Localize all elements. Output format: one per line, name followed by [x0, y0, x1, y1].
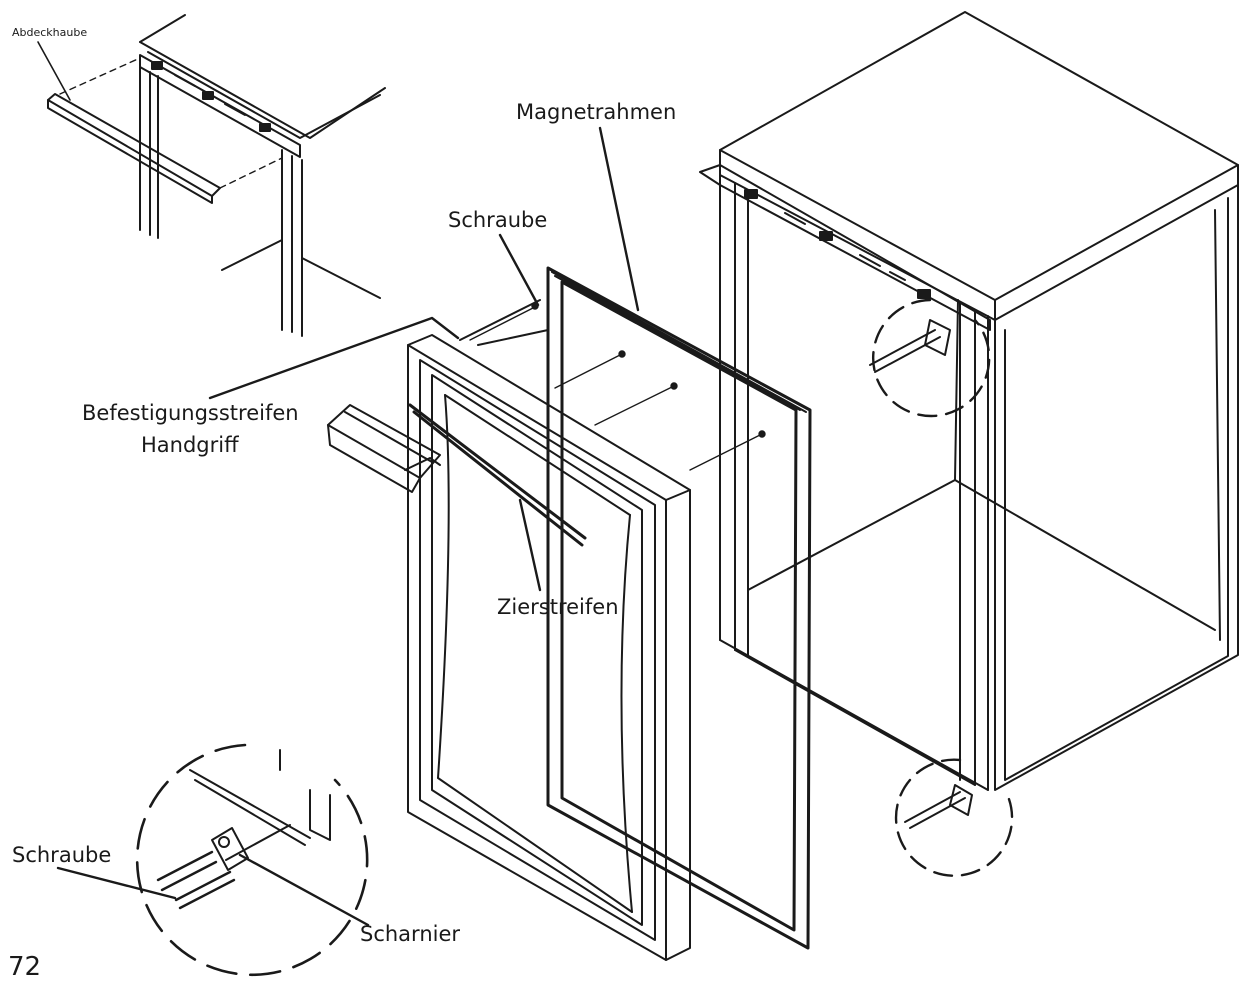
cover-detail-inset: [37, 14, 386, 337]
label-schraube-bottom: Schraube: [12, 843, 111, 867]
label-abdeckhaube: Abdeckhaube: [12, 26, 87, 39]
hinge-detail-inset: [135, 743, 369, 977]
label-handgriff: Handgriff: [141, 433, 239, 457]
door: [407, 299, 691, 961]
assembly-lines: [469, 302, 766, 471]
magnet-frame: [546, 266, 812, 950]
label-zierstreifen: Zierstreifen: [497, 595, 619, 619]
label-magnetrahmen: Magnetrahmen: [516, 100, 676, 124]
label-schraube-top: Schraube: [448, 208, 547, 232]
label-befestigungsstreifen: Befestigungsstreifen: [82, 401, 299, 425]
page-number: 72: [8, 952, 41, 978]
leader-lines: [56, 126, 640, 927]
label-scharnier: Scharnier: [360, 922, 460, 946]
handle: [327, 404, 441, 493]
cabinet: [699, 11, 1239, 877]
